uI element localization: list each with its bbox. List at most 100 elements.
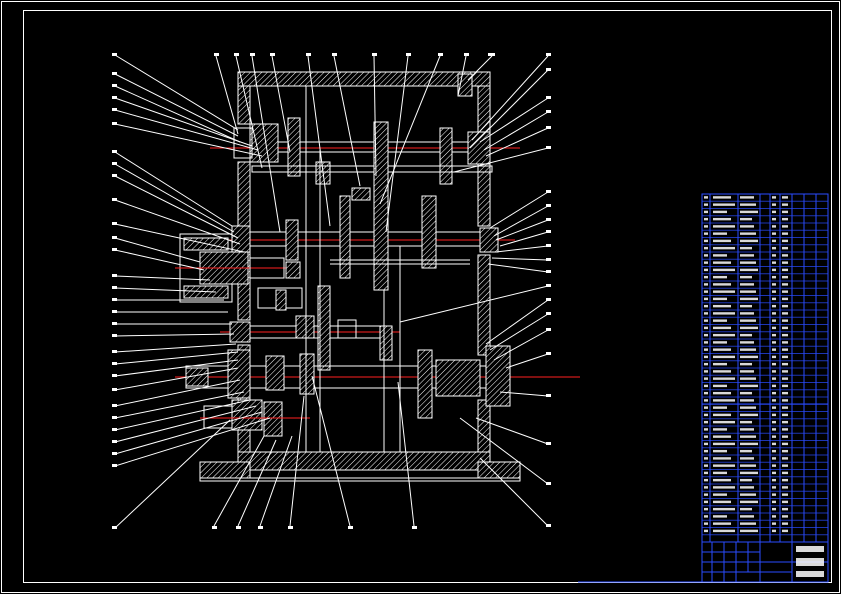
- table-cell-mark: [782, 326, 788, 330]
- table-cell-mark: [782, 362, 788, 366]
- table-cell-mark: [772, 203, 776, 206]
- table-cell-mark: [740, 464, 756, 467]
- table-cell-mark: [782, 399, 788, 402]
- table-cell-mark: [704, 362, 708, 366]
- table-cell-mark: [782, 246, 788, 250]
- table-cell-mark: [704, 399, 708, 402]
- table-cell-mark: [740, 283, 754, 286]
- table-cell-mark: [713, 420, 735, 424]
- table-cell-mark: [704, 370, 708, 373]
- table-cell-mark: [713, 232, 727, 235]
- table-cell-mark: [782, 239, 788, 243]
- table-cell-mark: [782, 507, 788, 511]
- table-cell-mark: [772, 246, 776, 250]
- table-cell-mark: [772, 529, 776, 533]
- table-cell-mark: [782, 261, 788, 264]
- table-cell-mark: [704, 304, 708, 308]
- table-cell-mark: [740, 529, 758, 533]
- table-cell-mark: [713, 399, 735, 402]
- table-cell-mark: [713, 348, 731, 351]
- table-cell-mark: [740, 449, 752, 453]
- table-cell-mark: [782, 478, 788, 482]
- table-cell-mark: [782, 290, 788, 293]
- table-cell-mark: [713, 203, 735, 206]
- table-cell-mark: [782, 348, 788, 351]
- table-cell-mark: [772, 232, 776, 235]
- table-cell-mark: [740, 246, 752, 250]
- table-cell-mark: [704, 203, 708, 206]
- table-cell-mark: [782, 529, 788, 533]
- table-cell-mark: [704, 225, 708, 228]
- table-cell-mark: [740, 478, 752, 482]
- table-cell-mark: [772, 283, 776, 286]
- table-cell-mark: [740, 319, 756, 322]
- table-cell-mark: [713, 297, 727, 301]
- table-cell-mark: [704, 413, 708, 417]
- table-cell-mark: [704, 522, 708, 525]
- table-cell-mark: [782, 471, 788, 475]
- table-cell-mark: [704, 312, 708, 315]
- balloon-marks: [112, 53, 551, 529]
- table-cell-mark: [704, 297, 708, 301]
- table-cell-mark: [740, 428, 754, 431]
- table-cell-mark: [713, 486, 735, 489]
- table-cell-mark: [782, 435, 788, 438]
- table-cell-mark: [713, 268, 735, 272]
- table-cell-mark: [740, 406, 756, 409]
- table-cell-mark: [782, 304, 788, 308]
- table-cell-mark: [713, 312, 735, 315]
- table-cell-mark: [782, 406, 788, 409]
- table-cell-mark: [740, 312, 754, 315]
- table-cell-mark: [772, 333, 776, 337]
- table-cell-mark: [713, 449, 727, 453]
- table-cell-mark: [772, 399, 776, 402]
- table-cell-mark: [713, 210, 727, 214]
- table-cell-mark: [772, 355, 776, 359]
- table-cell-mark: [704, 275, 708, 279]
- title-block: [578, 541, 829, 583]
- table-cell-mark: [704, 529, 708, 533]
- parts-list-entries: [704, 196, 788, 533]
- table-cell-mark: [713, 529, 735, 533]
- table-cell-mark: [782, 515, 788, 518]
- table-cell-mark: [704, 428, 708, 431]
- table-cell-mark: [772, 225, 776, 228]
- table-cell-mark: [713, 196, 731, 199]
- table-cell-mark: [713, 254, 727, 257]
- table-cell-mark: [740, 457, 754, 460]
- table-cell-mark: [713, 333, 735, 337]
- table-cell-mark: [740, 254, 754, 257]
- table-cell-mark: [772, 326, 776, 330]
- table-cell-mark: [713, 362, 727, 366]
- table-cell-mark: [740, 203, 756, 206]
- table-cell-mark: [782, 225, 788, 228]
- table-cell-mark: [713, 261, 731, 264]
- table-cell-mark: [704, 290, 708, 293]
- table-cell-mark: [740, 275, 752, 279]
- table-cell-mark: [704, 377, 708, 380]
- table-cell-mark: [772, 297, 776, 301]
- table-cell-mark: [713, 391, 731, 395]
- table-cell-mark: [782, 464, 788, 467]
- table-cell-mark: [740, 471, 758, 475]
- inner-lines: [305, 86, 470, 452]
- parts-list-rows: [702, 200, 828, 536]
- table-cell-mark: [782, 370, 788, 373]
- table-cell-mark: [782, 217, 788, 221]
- table-cell-mark: [782, 457, 788, 460]
- table-cell-mark: [704, 341, 708, 344]
- table-cell-mark: [772, 275, 776, 279]
- table-cell-mark: [782, 196, 788, 199]
- table-cell-mark: [713, 341, 727, 344]
- table-cell-mark: [704, 254, 708, 257]
- shaft-2: [220, 121, 515, 291]
- table-cell-mark: [704, 384, 708, 388]
- table-cell-mark: [772, 341, 776, 344]
- table-cell-mark: [782, 442, 788, 446]
- table-cell-mark: [782, 297, 788, 301]
- table-cell-mark: [782, 319, 788, 322]
- table-cell-mark: [704, 283, 708, 286]
- table-cell-mark: [772, 449, 776, 453]
- table-cell-mark: [713, 384, 727, 388]
- table-cell-mark: [772, 507, 776, 511]
